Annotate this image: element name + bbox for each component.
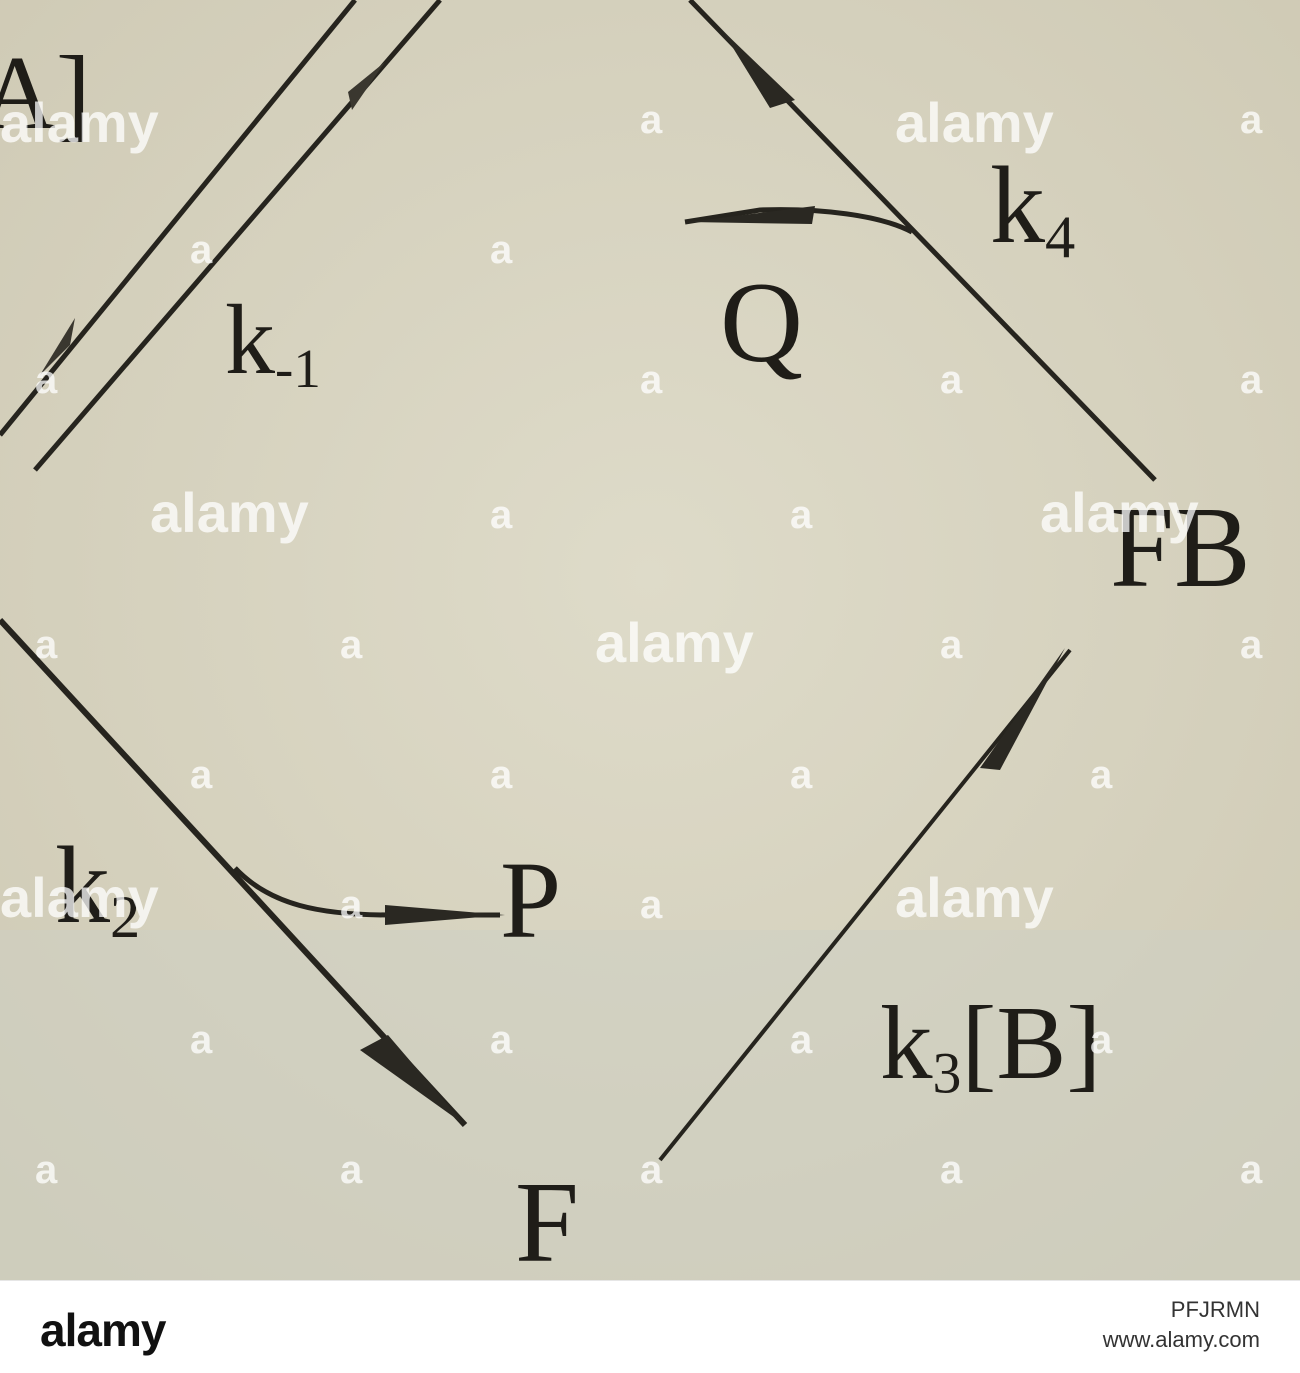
image-id: PFJRMN	[1170, 1297, 1260, 1322]
p-release-arrowhead	[385, 905, 505, 925]
diagram-photo: A] k-1 k4 Q FB k2 P k3[B] F alamy alamy …	[0, 0, 1300, 1280]
lower-left-arrowhead	[360, 1035, 465, 1125]
label-q: Q	[720, 259, 804, 386]
label-p: P	[500, 839, 562, 961]
brand-logo: alamy	[40, 1304, 166, 1356]
paper-bottom-tint	[0, 930, 1300, 1280]
lower-right-arrowhead	[980, 648, 1065, 770]
label-k4: k4	[990, 144, 1076, 272]
q-release-arrowhead	[688, 206, 815, 224]
label-k2: k2	[55, 824, 141, 952]
p-release-curve	[233, 866, 500, 918]
lower-right-line	[658, 648, 1072, 1162]
q-release-curve	[684, 207, 914, 235]
upper-left-arrowhead-up	[348, 62, 385, 110]
label-fb: FB	[1110, 484, 1251, 611]
footer-bar: alamy PFJRMN www.alamy.com	[0, 1280, 1300, 1373]
upper-right-arrowhead	[722, 30, 795, 108]
label-f: F	[515, 1159, 579, 1280]
reaction-cycle-arrows	[0, 0, 1300, 1280]
label-a-bracket-fragment: A]	[0, 34, 91, 151]
upper-left-arrowhead-down	[40, 318, 75, 375]
footer-credit: PFJRMN www.alamy.com	[1103, 1295, 1260, 1355]
label-k3-b: k3[B]	[880, 984, 1102, 1106]
label-k-minus-1: k-1	[225, 284, 321, 399]
upper-left-line-outer	[0, 0, 357, 437]
site-url: www.alamy.com	[1102, 1327, 1260, 1352]
